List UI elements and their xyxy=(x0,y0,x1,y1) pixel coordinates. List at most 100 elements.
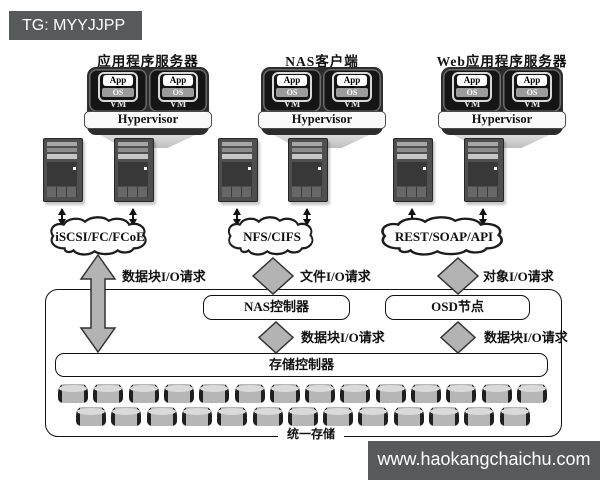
column-title-web-app-servers: Web应用程序服务器 xyxy=(436,54,568,69)
file-io-request-label: 文件I/O请求 xyxy=(300,269,371,284)
cloud-icon xyxy=(227,216,314,256)
disk-cylinder-icon xyxy=(481,384,512,403)
watermark-top-banner: TG: MYYJJPP xyxy=(9,11,142,40)
hypervisor-bar: Hypervisor xyxy=(84,111,212,129)
app-label: App xyxy=(517,75,547,86)
os-label: OS xyxy=(456,88,488,97)
disk-cylinder-icon xyxy=(375,384,406,403)
disk-cylinder-icon xyxy=(287,407,318,426)
server-tower-icon xyxy=(43,138,83,202)
disk-cylinder-icon xyxy=(111,407,142,426)
app-os-connector xyxy=(529,86,535,88)
disk-cylinder-icon xyxy=(340,384,371,403)
disk-cylinder-icon xyxy=(146,407,177,426)
os-label: OS xyxy=(162,88,194,97)
nas-block-io-request-label: 数据块I/O请求 xyxy=(301,330,385,345)
vm-core: App OS xyxy=(332,72,372,102)
app-os-connector xyxy=(469,86,475,88)
unified-storage-label: 统一存储 xyxy=(278,426,344,442)
disk-cylinder-icon xyxy=(217,407,248,426)
disk-cylinder-icon xyxy=(446,384,477,403)
app-os-connector xyxy=(175,86,181,88)
os-label: OS xyxy=(276,88,308,97)
app-label: App xyxy=(277,75,307,86)
osd-block-io-request-label: 数据块I/O请求 xyxy=(484,330,568,345)
disk-cylinder-icon xyxy=(58,384,88,403)
app-os-connector xyxy=(289,86,295,88)
vm-core: App OS xyxy=(158,72,198,102)
disk-cylinder-icon xyxy=(76,407,106,426)
disk-cylinder-icon xyxy=(163,384,194,403)
os-label: OS xyxy=(102,88,134,97)
vm-label: VM xyxy=(283,99,301,110)
vm-core: App OS xyxy=(452,72,492,102)
vm-icon: App OS VM xyxy=(263,69,321,112)
osd-block-io-diamond-icon xyxy=(440,321,476,354)
disk-cylinder-icon xyxy=(464,407,495,426)
double-arrow-icon xyxy=(57,204,67,230)
vm-core: App OS xyxy=(512,72,552,102)
disk-cylinder-icon xyxy=(199,384,230,403)
watermark-bottom-banner: www.haokangchaichu.com xyxy=(368,441,600,480)
storage-controller-bar: 存储控制器 xyxy=(55,353,548,377)
os-label: OS xyxy=(336,88,368,97)
server-tower-icon xyxy=(218,138,258,202)
vm-label: VM xyxy=(523,99,541,110)
vm-label: VM xyxy=(463,99,481,110)
vm-icon: App OS VM xyxy=(323,69,381,112)
double-arrow-icon xyxy=(302,204,312,230)
disk-cylinder-icon xyxy=(93,384,124,403)
disk-cylinder-icon xyxy=(358,407,389,426)
disk-cylinder-icon xyxy=(323,407,354,426)
app-os-connector xyxy=(115,86,121,88)
disk-cylinder-icon xyxy=(393,407,424,426)
nas-controller-box: NAS控制器 xyxy=(203,295,350,320)
vm-icon: App OS VM xyxy=(149,69,207,112)
file-io-diamond-icon xyxy=(252,257,294,295)
vm-core: App OS xyxy=(98,72,138,102)
disk-cylinder-icon xyxy=(252,407,283,426)
disk-cylinder-icon xyxy=(269,384,300,403)
cloud-icon xyxy=(50,216,147,256)
hypervisor-bar: Hypervisor xyxy=(438,111,566,129)
vm-icon: App OS VM xyxy=(89,69,147,112)
server-tower-icon xyxy=(393,138,433,202)
app-label: App xyxy=(337,75,367,86)
vm-label: VM xyxy=(109,99,127,110)
disk-cylinder-icon xyxy=(181,407,212,426)
vm-label: VM xyxy=(343,99,361,110)
object-io-request-label: 对象I/O请求 xyxy=(483,269,554,284)
app-label: App xyxy=(457,75,487,86)
server-tower-icon xyxy=(114,138,154,202)
nas-block-io-diamond-icon xyxy=(258,321,294,354)
disk-cylinder-icon xyxy=(429,407,459,426)
cloud-protocol-label: iSCSI/FC/FCoE xyxy=(55,229,145,244)
block-io-request-label: 数据块I/O请求 xyxy=(122,269,206,284)
app-label: App xyxy=(103,75,133,86)
object-io-diamond-icon xyxy=(437,257,479,295)
cloud-protocol-label: REST/SOAP/API xyxy=(394,229,494,244)
double-arrow-icon xyxy=(128,204,138,230)
hypervisor-bar: Hypervisor xyxy=(258,111,386,129)
column-title-nas-clients: NAS客户端 xyxy=(285,54,359,69)
double-arrow-icon xyxy=(478,204,488,230)
disk-cylinder-icon xyxy=(305,384,336,403)
cloud-iscsi-fc-fcoe: iSCSI/FC/FCoE xyxy=(47,216,153,258)
cloud-rest-soap-api: REST/SOAP/API xyxy=(377,216,511,258)
double-arrow-icon xyxy=(232,204,242,230)
vm-label: VM xyxy=(169,99,187,110)
server-tower-icon xyxy=(288,138,328,202)
cloud-icon xyxy=(381,216,503,256)
disk-cylinder-icon xyxy=(234,384,265,403)
disk-cylinder-icon xyxy=(411,384,441,403)
server-tower-icon xyxy=(464,138,504,202)
cloud-protocol-label: NFS/CIFS xyxy=(243,229,301,244)
disk-cylinder-icon xyxy=(516,384,547,403)
disk-cylinder-icon xyxy=(128,384,159,403)
osd-node-box: OSD节点 xyxy=(385,295,530,320)
block-io-double-arrow-icon xyxy=(79,254,117,353)
vm-core: App OS xyxy=(272,72,312,102)
vm-icon: App OS VM xyxy=(443,69,501,112)
column-title-app-servers: 应用程序服务器 xyxy=(97,54,199,69)
